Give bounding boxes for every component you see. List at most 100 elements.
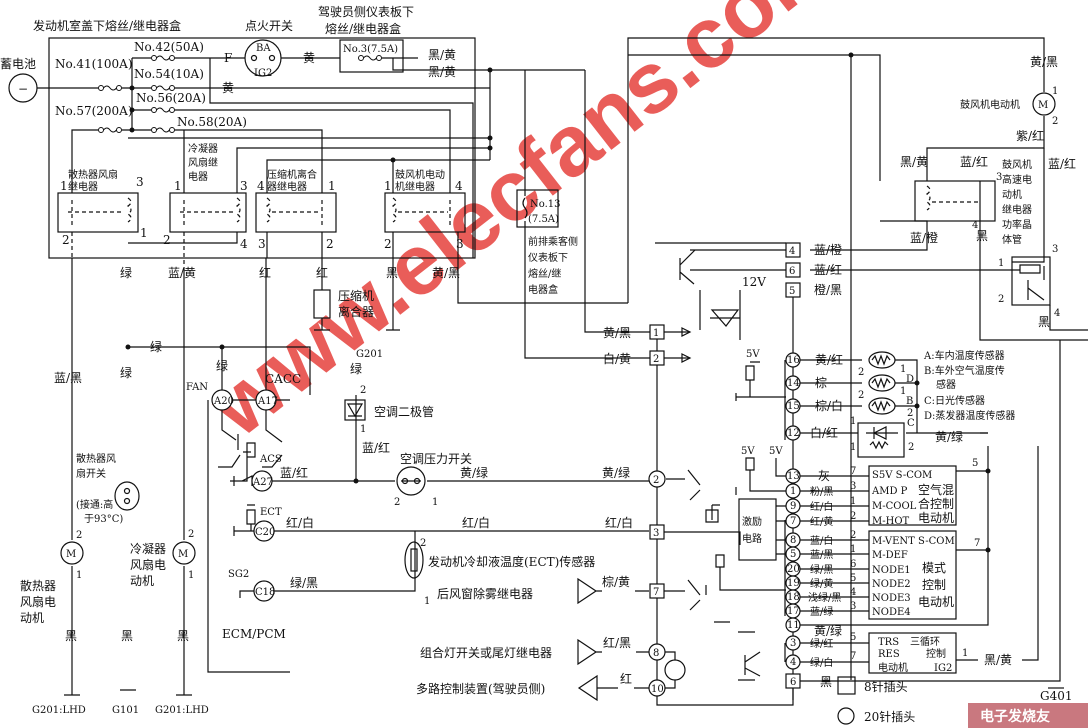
module-label: 模式 (922, 561, 946, 575)
wire-label: 蓝/红 (1048, 156, 1076, 171)
motor-m: M (66, 549, 76, 560)
right-connector: 16 14 15 12 13 1 9 7 8 5 20 19 18 17 11 … (784, 330, 1061, 700)
pin-label: 5 (850, 573, 856, 584)
relay-label: 高速电 (1002, 173, 1032, 186)
motor-label: 风扇电 (130, 557, 166, 572)
pin-label: 7 (653, 587, 659, 598)
box-label: 前排乘客侧 (528, 235, 578, 248)
pin-label: 4 (240, 237, 248, 251)
passenger-fuse-box: No.13 (7.5A) 前排乘客侧 仪表板下 熔丝/继 电器盒 (516, 70, 650, 359)
relay-label: 动机 (1002, 188, 1022, 201)
fuse-icon (152, 128, 175, 133)
legend-label: 20针插头 (864, 709, 915, 724)
wire-label: 黄/红 (815, 352, 843, 367)
power-transistor (1011, 256, 1051, 306)
terminal-label: NODE3 (872, 593, 911, 604)
connector-pins (785, 352, 801, 689)
wire-label: 黄 (222, 81, 234, 95)
wire-label: 黄/绿 (814, 623, 842, 638)
fuse-label: (7.5A) (528, 214, 559, 225)
pin-label: 1 (76, 570, 82, 581)
wire-label: 黑 (121, 629, 133, 643)
pin-label: 5 (790, 549, 796, 560)
pin-label: 4 (972, 220, 978, 231)
wire-label: 红/白 (810, 500, 833, 513)
wire-label: 棕 (815, 375, 827, 390)
pin-label: 4 (790, 657, 796, 668)
wire-label: 棕/白 (815, 398, 843, 413)
pin-label: 2 (653, 475, 659, 486)
pin-label: 2 (76, 530, 82, 541)
pin-label: 7 (974, 538, 980, 549)
wire-label: 绿 (350, 361, 362, 376)
pin-label: 3 (240, 179, 248, 193)
pin-label: 14 (787, 378, 800, 389)
blower-motor-icon (1032, 92, 1056, 116)
upper-connector: 4 6 5 蓝/橙 蓝/红 橙/黑 12V (655, 242, 842, 340)
pin-label: 2 (908, 442, 914, 453)
fuse-label: No.41(100A) (55, 57, 133, 71)
pin-label: C18 (255, 587, 275, 598)
legend-square-icon (837, 676, 856, 695)
pin-label: 2 (326, 237, 334, 251)
pressure-switch-label: 空调压力开关 (400, 452, 472, 466)
air-mix-motor: 7 3 1 2 S5V S-COM AMD P M-COOL M-HOT 空气混… (850, 458, 991, 527)
wire-label: 浅绿/黑 (808, 591, 841, 604)
pin-label: 1 (998, 258, 1004, 269)
voltage-label: 5V (769, 446, 783, 457)
terminal-label: AMD P (871, 486, 908, 497)
fuse-icon (152, 108, 175, 113)
fan-motors: 绿 绿 绿 绿 G201 蓝/黑 散热器风 扇开关 (接通:高 于93°C) M… (20, 258, 383, 716)
pin-label: 1 (188, 570, 194, 581)
pin-label: 20 (787, 564, 800, 575)
logo-text: 电子发烧友 (980, 708, 1050, 725)
terminal-label: M-COOL (872, 501, 917, 512)
battery-symbol: − (18, 82, 28, 96)
mode-control-motor: 2 1 6 5 4 3 M-VENT S-COM M-DEF NODE1 NOD… (850, 530, 991, 620)
diode-label: 空调二极管 (374, 404, 434, 419)
wire-label: 绿/黑 (810, 563, 833, 576)
pin-label: 2 (850, 511, 856, 522)
pin-label: 16 (787, 355, 800, 366)
wire-label: 黄 (303, 51, 315, 65)
pin-label: 3 (653, 528, 659, 539)
pin-label: 6 (789, 266, 795, 277)
wire-label: 绿/红 (810, 637, 833, 650)
sensor-label: C:日光传感器 (924, 394, 985, 407)
terminal-label: M-VENT S-COM (872, 536, 955, 547)
pin-label: 1 (900, 364, 906, 375)
excitation-circuit: 激励 电路 (705, 498, 786, 681)
excitation-label: 电路 (742, 532, 762, 545)
pin-label: 4 (1054, 308, 1060, 319)
ground-label: G201:LHD (155, 705, 209, 716)
transistor-label: 功率晶 (1002, 218, 1032, 231)
relay-condenser-fan: 冷凝器 风扇继 电器 1 3 2 4 (163, 142, 248, 270)
pin-label: A17 (257, 396, 278, 407)
relay-label: 继电器 (68, 180, 98, 193)
wire-label: 黄/绿 (460, 465, 488, 480)
wire-label: 红/白 (605, 515, 633, 530)
pin-label: 1 (850, 416, 856, 427)
excitation-label: 激励 (742, 515, 762, 528)
sensor-label: 感器 (936, 378, 956, 391)
ground-label: G201 (356, 349, 383, 360)
relay-label: 冷凝器 (188, 142, 218, 155)
fuse-icon (152, 86, 175, 91)
pin-label: 11 (787, 620, 800, 631)
fuse-label: No.57(200A) (55, 104, 133, 118)
pin-label: A27 (252, 477, 273, 488)
wire-label: F (224, 51, 232, 65)
rear-defog-label: 后风窗除雾继电器 (437, 586, 533, 601)
ecm-title: ECM/PCM (222, 627, 286, 641)
legend-label: 8针插头 (864, 679, 908, 694)
pin-label: 2 (394, 497, 400, 508)
voltage-label: 5V (741, 446, 755, 457)
pin-label: 17 (787, 606, 800, 617)
relay-radiator-fan: 散热器风扇 继电器 1 3 2 1 (57, 168, 238, 258)
relay-label: 继电器 (1002, 203, 1032, 216)
fuse-label: No.56(20A) (136, 91, 206, 105)
wire-label: 蓝/橙 (814, 242, 842, 257)
pin-label: 1 (174, 179, 182, 193)
pin-label: D (906, 374, 914, 385)
